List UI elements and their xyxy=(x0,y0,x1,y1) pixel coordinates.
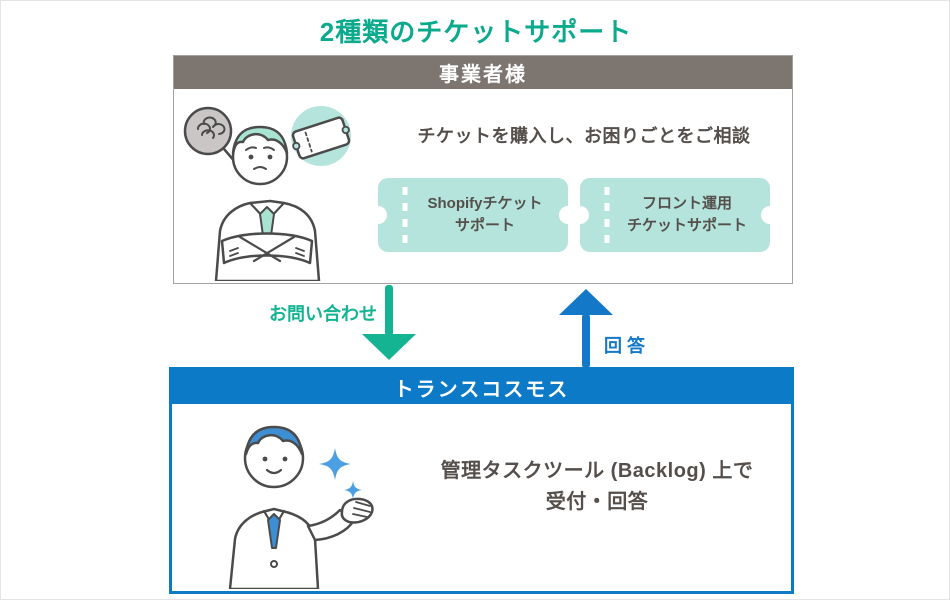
company-description: 管理タスクツール (Backlog) 上で 受付・回答 xyxy=(412,456,782,518)
ticket-label: フロント運用 チケットサポート xyxy=(626,195,747,234)
company-description-line1: 管理タスクツール (Backlog) 上で xyxy=(440,460,754,482)
sparkle-icon xyxy=(319,448,362,499)
answer-label: 回 答 xyxy=(604,336,646,356)
merchant-box-body: チケットを購入し、お困りごとをご相談 Shopifyチケット サポート xyxy=(174,89,792,283)
company-box-header: トランスコスモス xyxy=(172,370,791,404)
company-description-line2: 受付・回答 xyxy=(545,491,649,513)
merchant-box: 事業者様 xyxy=(173,55,793,284)
support-agent-avatar xyxy=(228,425,374,589)
merchant-description: チケットを購入し、お困りごとをご相談 xyxy=(417,126,751,146)
company-box-body: 管理タスクツール (Backlog) 上で 受付・回答 xyxy=(172,404,791,591)
ticket-front-operation-support: フロント運用 チケットサポート xyxy=(571,178,779,252)
ticket-shopify-support: Shopifyチケット サポート xyxy=(369,178,577,252)
support-agent-illustration xyxy=(228,425,374,589)
answer-arrow-up-icon xyxy=(559,289,613,368)
merchant-box-header: 事業者様 xyxy=(174,56,792,89)
company-box: トランスコスモス xyxy=(169,367,794,594)
page-title: 2種類のチケットサポート xyxy=(319,17,633,47)
ticket-badge-icon xyxy=(291,94,358,166)
confused-speech-bubble-icon xyxy=(183,106,238,165)
inquiry-arrow-down-icon xyxy=(362,285,416,360)
merchant-avatar-illustration xyxy=(183,94,358,281)
inquiry-label: お問い合わせ xyxy=(269,304,377,324)
ticket-label: Shopifyチケット サポート xyxy=(427,195,543,234)
merchant-avatar xyxy=(214,125,321,281)
